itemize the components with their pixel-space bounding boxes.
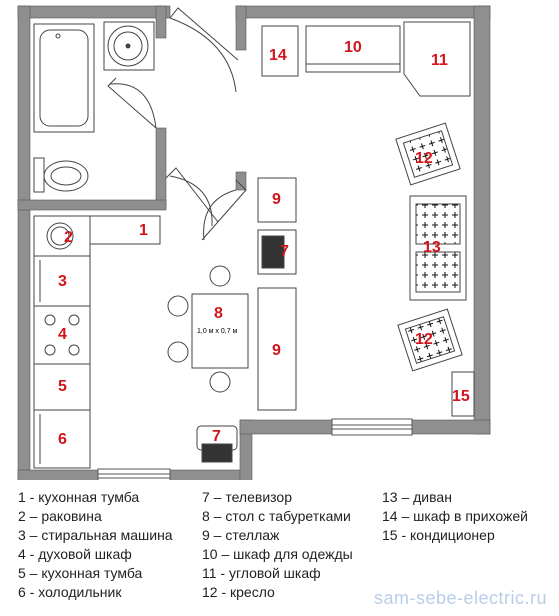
label-6: 6	[58, 431, 67, 448]
legend-item: 11 - угловой шкаф	[202, 565, 321, 581]
label-4: 4	[58, 326, 67, 343]
kitchen-furniture	[33, 215, 161, 469]
legend-item: 12 - кресло	[202, 584, 275, 600]
label-2: 2	[64, 229, 73, 246]
label-5: 5	[58, 378, 67, 395]
legend-item: 1 - кухонная тумба	[18, 489, 140, 505]
label-9-bottom: 9	[272, 342, 281, 359]
shelf-bottom	[257, 287, 297, 411]
washer-unit	[33, 255, 91, 307]
floor-plan: 1 2 3 4 5 6 7 7 8 1,0 м х 0,7 м 9 9 10 1…	[17, 5, 491, 480]
label-3: 3	[58, 273, 67, 290]
watermark: sam-sebe-electric.ru	[373, 588, 547, 608]
oven-unit	[33, 305, 91, 365]
table-group	[167, 265, 249, 463]
table-size: 1,0 м х 0,7 м	[197, 328, 238, 335]
label-1: 1	[139, 222, 148, 239]
hall-wardrobe	[261, 25, 299, 77]
bathroom	[33, 21, 155, 193]
legend-item: 6 - холодильник	[18, 584, 122, 600]
shelf-top	[257, 177, 297, 223]
fridge-unit	[33, 409, 91, 469]
windows	[97, 418, 413, 480]
legend-col-3: 13 – диван 14 – шкаф в прихожей 15 - кон…	[382, 488, 528, 545]
corner-wardrobe	[403, 21, 471, 97]
plan-labels: 1 2 3 4 5 6 7 7 8 1,0 м х 0,7 м 9 9 10 1…	[58, 39, 470, 448]
label-13: 13	[423, 239, 441, 256]
legend-item: 4 - духовой шкаф	[18, 546, 132, 562]
label-14: 14	[269, 47, 287, 64]
label-15: 15	[452, 388, 470, 405]
label-8: 8	[214, 305, 223, 322]
label-7-top: 7	[280, 243, 289, 260]
legend-item: 5 – кухонная тумба	[18, 565, 143, 581]
air-conditioner	[451, 371, 475, 417]
table	[191, 293, 249, 369]
legend-item: 3 – стиральная машина	[18, 527, 173, 543]
sink-unit	[33, 215, 91, 257]
label-12-top: 12	[415, 150, 433, 167]
label-7-bottom: 7	[212, 428, 221, 445]
label-10: 10	[344, 39, 362, 56]
legend-item: 8 – стол с табуретками	[202, 508, 351, 524]
kitchen-tumba-1	[89, 215, 161, 245]
armchair-top	[395, 122, 461, 186]
legend-item: 14 – шкаф в прихожей	[382, 508, 528, 524]
legend-item: 10 – шкаф для одежды	[202, 546, 353, 562]
legend-item: 7 – телевизор	[202, 489, 292, 505]
doors	[107, 7, 247, 241]
label-12-bottom: 12	[415, 331, 433, 348]
legend-item: 15 - кондиционер	[382, 527, 495, 543]
label-9-top: 9	[272, 191, 281, 208]
label-11: 11	[431, 52, 448, 69]
legend-col-1: 1 - кухонная тумба 2 – раковина 3 – стир…	[18, 488, 173, 602]
armchair-bottom	[397, 308, 463, 372]
legend-col-2: 7 – телевизор 8 – стол с табуретками 9 –…	[202, 488, 353, 602]
legend-item: 2 – раковина	[18, 508, 102, 524]
living-furniture	[257, 21, 475, 417]
legend-item: 9 – стеллаж	[202, 527, 280, 543]
legend-item: 13 – диван	[382, 489, 452, 505]
